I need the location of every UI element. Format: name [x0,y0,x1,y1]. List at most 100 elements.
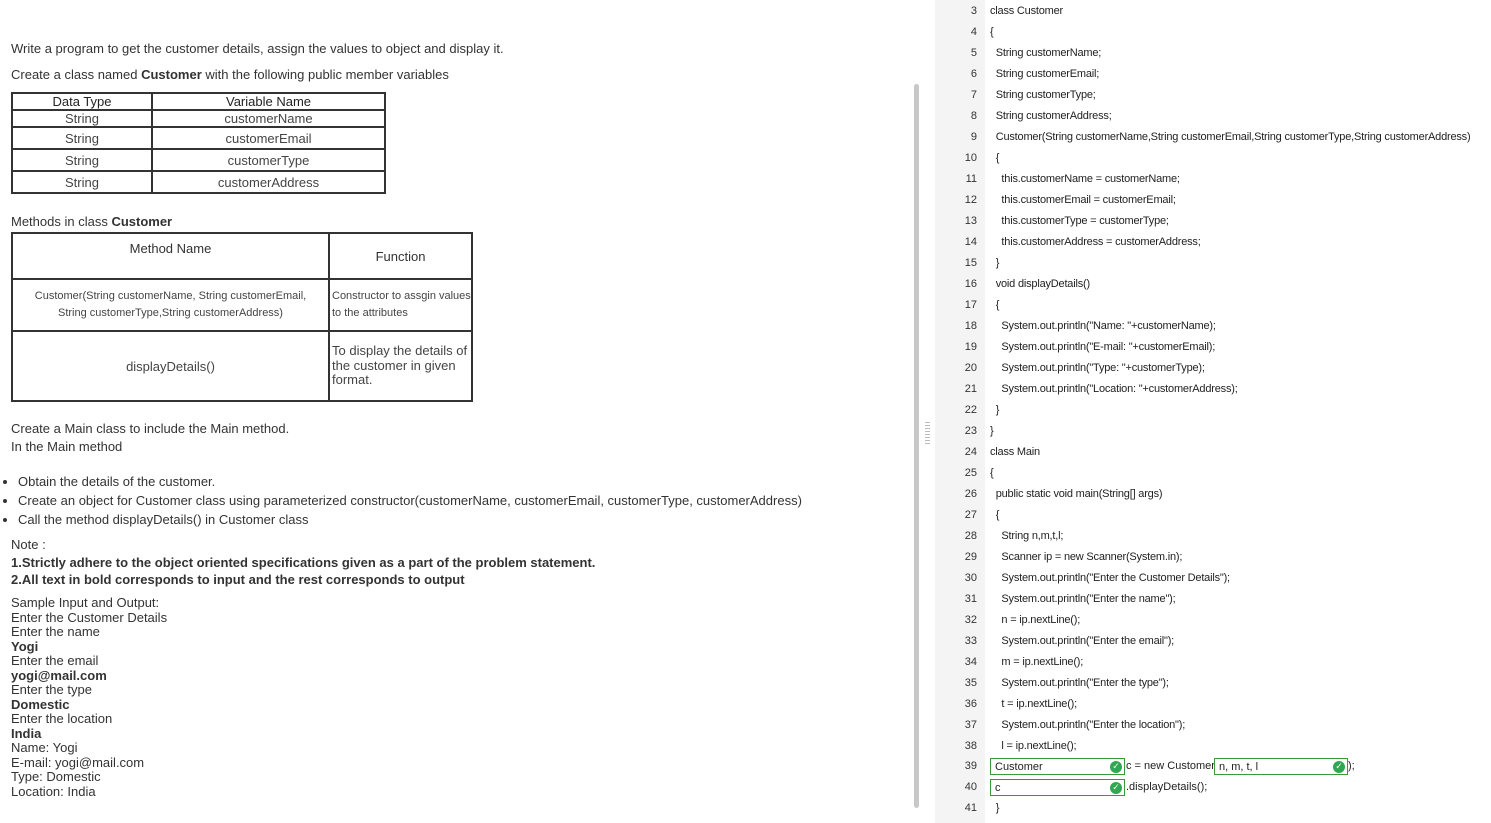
problem-intro: Write a program to get the customer deta… [11,41,504,56]
table-row: String customerName [11,109,386,128]
line-number: 40 [964,781,977,793]
code-text: l = ip.nextLine(); [990,740,1077,752]
code-text: String n,m,t,l; [990,530,1064,542]
code-text: void displayDetails() [990,278,1090,290]
note-1: 1.Strictly adhere to the object oriented… [11,555,596,570]
code-text: public static void main(String[] args) [990,488,1163,500]
sample-input-line: Domestic [11,696,70,712]
sample-output-line: Enter the name [11,624,100,639]
line-number: 11 [965,173,977,185]
sample-input-line: yogi@mail.com [11,667,107,683]
code-line: 5 String customerName; [935,43,1491,64]
line-number: 35 [964,677,977,689]
line-number: 33 [964,635,977,647]
code-line: 10 { [935,148,1491,169]
code-text: System.out.println("Enter the type"); [990,677,1169,689]
line-number: 34 [964,656,977,668]
code-line: 4{ [935,22,1491,43]
table-cell: To display the details of the customer i… [328,330,473,402]
code-line: 21 System.out.println("Location: "+custo… [935,379,1491,400]
code-line: 32 n = ip.nextLine(); [935,610,1491,631]
create-class-prefix: Create a class named [11,67,142,82]
code-text: class Customer [990,5,1063,17]
line-number: 38 [964,740,977,752]
code-line: 12 this.customerEmail = customerEmail; [935,190,1491,211]
line-number: 27 [964,509,977,521]
line-number: 30 [964,572,977,584]
code-text: ); [1348,760,1355,772]
code-line: 35 System.out.println("Enter the type"); [935,673,1491,694]
line-number: 13 [964,215,977,227]
line-number: 19 [964,341,977,353]
table-row: String customerAddress [11,170,386,194]
line-number: 39 [964,760,977,772]
line-number: 5 [970,47,977,59]
scrollbar[interactable] [914,84,919,808]
code-line: 23} [935,421,1491,442]
code-text: String customerEmail; [990,68,1100,80]
table-cell: customerAddress [151,170,386,194]
create-class-name: Customer [141,67,202,82]
blank-input-constructor-args[interactable]: n, m, t, l ✓ [1214,758,1348,775]
sample-title: Sample Input and Output: [11,595,160,610]
code-text: System.out.println("Name: "+customerName… [990,320,1216,332]
table-row: String customerEmail [11,126,386,150]
table-row: displayDetails() To display the details … [11,330,473,402]
methods-prefix: Methods in class [11,214,112,229]
code-text: System.out.println("Location: "+customer… [990,383,1238,395]
line-number: 6 [970,68,977,80]
blank-value: n, m, t, l [1219,761,1259,773]
line-number: 41 [964,802,977,814]
sample-output-line: Type: Domestic [11,769,101,784]
code-text: } [990,404,1000,416]
code-text: this.customerAddress = customerAddress; [990,236,1201,248]
line-number: 15 [964,257,977,269]
code-text: System.out.println("E-mail: "+customerEm… [990,341,1216,353]
code-line-40: 40 c ✓ .displayDetails(); [935,777,1491,798]
line-number: 31 [964,593,977,605]
code-text: System.out.println("Enter the location")… [990,719,1186,731]
problem-pane: Write a program to get the customer deta… [0,0,918,823]
table-cell: Customer(String customerName, String cus… [11,278,330,332]
line-number: 17 [964,299,977,311]
code-line: 26 public static void main(String[] args… [935,484,1491,505]
line-number: 7 [970,89,977,101]
code-line: 19 System.out.println("E-mail: "+custome… [935,337,1491,358]
check-icon: ✓ [1110,761,1122,773]
code-line: 24 class Main [935,442,1491,463]
sample-output-line: Enter the location [11,711,113,726]
blank-input-class-type[interactable]: Customer ✓ [990,758,1125,775]
code-text: { [990,152,1000,164]
code-text: { [990,26,994,38]
create-class-text: Create a class named Customer with the f… [11,67,449,82]
steps-list: Obtain the details of the customer. Crea… [0,472,802,529]
code-line: 30 System.out.println("Enter the Custome… [935,568,1491,589]
drag-handle-icon[interactable] [925,422,930,446]
member-variables-table: Data Type Variable Name String customerN… [11,92,386,194]
sample-output-line: Location: India [11,783,96,799]
code-text: String customerAddress; [990,110,1112,122]
code-line: 20 System.out.println("Type: "+customerT… [935,358,1491,379]
line-number: 25 [964,467,977,479]
code-line: 14 this.customerAddress = customerAddres… [935,232,1491,253]
methods-class-name: Customer [111,214,173,229]
code-text: Customer(String customerName,String cust… [990,131,1471,143]
line-number: 16 [964,278,977,290]
code-text: } [990,257,1000,269]
table-cell: String [11,148,153,172]
blank-input-object-name[interactable]: c ✓ [990,779,1125,796]
pane-splitter[interactable] [919,0,935,823]
table-cell: String [11,109,153,128]
table-header-cell: Data Type [11,92,153,111]
code-text: { [990,299,1000,311]
code-line: 11 this.customerName = customerName; [935,169,1491,190]
line-number: 24 [964,446,977,458]
code-text: class Main [990,446,1040,458]
list-item: Create an object for Customer class usin… [18,491,802,510]
code-line: 36 t = ip.nextLine(); [935,694,1491,715]
line-number: 4 [970,26,977,38]
code-text: String customerType; [990,89,1096,101]
list-item: Call the method displayDetails() in Cust… [18,510,802,529]
